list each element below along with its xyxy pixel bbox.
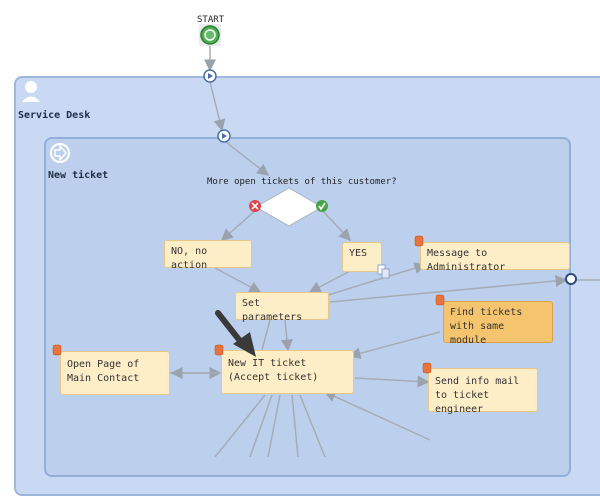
start-event[interactable] bbox=[0, 0, 600, 457]
task-new-it-ticket[interactable]: New IT ticket (Accept ticket) bbox=[221, 350, 354, 394]
task-label: Message to Administrator bbox=[427, 248, 506, 273]
task-label: NO, no action bbox=[171, 246, 208, 271]
flow-connectors bbox=[170, 45, 600, 457]
task-message-admin[interactable]: Message to Administrator bbox=[420, 242, 570, 273]
pointer-arrow bbox=[215, 310, 256, 357]
accept-icon bbox=[316, 200, 328, 212]
task-label: New IT ticket (Accept ticket) bbox=[228, 358, 319, 383]
task-open-page[interactable]: Open Page of Main Contact bbox=[60, 351, 170, 395]
reject-icon bbox=[249, 200, 261, 212]
copy-icon bbox=[377, 264, 390, 279]
task-yes[interactable]: YES bbox=[342, 242, 382, 272]
gateway-question: More open tickets of this customer? bbox=[207, 177, 397, 187]
boundary-event-icon[interactable] bbox=[0, 0, 600, 457]
task-set-parameters[interactable]: Set parameters bbox=[235, 292, 329, 323]
new-ticket-label: New ticket bbox=[48, 170, 109, 181]
user-task-hand-icon bbox=[52, 235, 445, 374]
start-label: START bbox=[197, 15, 225, 25]
play-marker-icon[interactable] bbox=[0, 0, 600, 457]
task-label: Send info mail to ticket engineer bbox=[435, 376, 520, 415]
task-label: Set parameters bbox=[242, 298, 303, 323]
task-label: Find tickets with same module bbox=[450, 307, 523, 346]
task-label: Open Page of Main Contact bbox=[67, 359, 140, 384]
task-no-action[interactable]: NO, no action bbox=[164, 240, 252, 271]
task-send-info-mail[interactable]: Send info mail to ticket engineer bbox=[428, 368, 538, 415]
task-label: YES bbox=[349, 248, 368, 259]
service-desk-label: Service Desk bbox=[18, 110, 91, 121]
task-find-tickets[interactable]: Find tickets with same module bbox=[443, 301, 553, 346]
